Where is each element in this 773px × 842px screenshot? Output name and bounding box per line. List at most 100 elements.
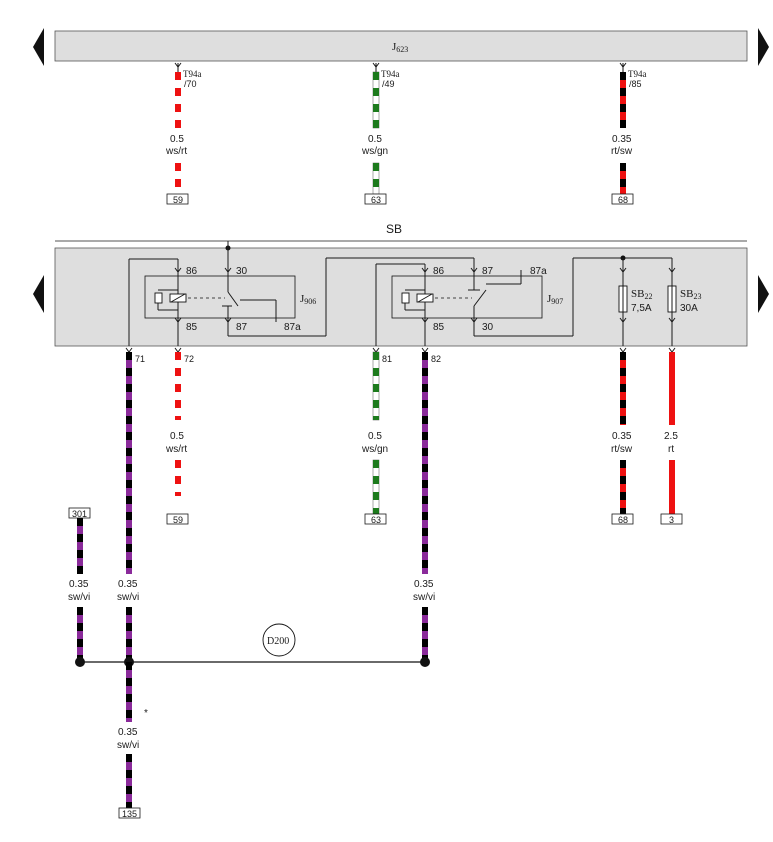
coil-diagonal [170,293,186,303]
connector-arrow [174,347,182,353]
wire-color-code: sw/vi [117,592,139,603]
wire-color-code: ws/rt [165,146,187,157]
wire-color-code: rt [668,444,674,455]
relay-housing [144,275,296,319]
terminal-box[interactable] [660,513,683,525]
relay-label-j907: J907 [547,293,563,306]
wire-sb23-out: 2.5 rt 3 [660,347,683,525]
connector-pin: /49 [382,79,395,89]
control-unit-j623: J623 [54,30,748,62]
fuse-top-arrow [619,267,627,273]
pin-label-30: 30 [482,322,494,333]
pin-number: 82 [431,354,441,364]
fuse-sb22: SB22 7,5A [618,258,652,346]
wire-size: 0.5 [170,134,184,145]
continue-left-arrow-sb[interactable] [33,275,44,313]
relay-j906: 86 30 85 87 87a J906 [128,257,474,346]
wire-t94a-49: T94a /49 0.5 ws/gn 63 [361,62,400,205]
wire-color-code: ws/rt [165,444,187,455]
pin-label-87a: 87a [530,266,547,277]
terminal-number: 68 [618,195,628,205]
fuse-bottom-arrow [668,317,676,323]
terminal-box[interactable] [611,513,634,525]
terminal-box[interactable] [166,193,189,205]
connector-arrow [668,347,676,353]
pin-30-arrow [470,317,478,323]
fuse-label: SB23 [680,288,701,301]
wire-sb22-out: 0.35 rt/sw 68 [611,347,634,525]
wire-color-code: ws/gn [361,444,388,455]
terminal-number: 3 [669,515,674,525]
wire-pin-81: 81 0.5 ws/gn 63 [361,347,392,525]
wire-t94a-70: T94a /70 0.5 ws/rt 59 [165,62,202,205]
continue-left-arrow-top[interactable] [33,28,44,66]
wire-size: 0.5 [368,134,382,145]
connector-pin: /85 [629,79,642,89]
terminal-number: 59 [173,515,183,525]
pin-label-87a: 87a [284,322,301,333]
pin-label-86: 86 [433,266,445,277]
coil-resistor [154,292,163,304]
wire-t94a-85: T94a /85 0.35 rt/sw 68 [611,62,647,205]
junction-dot [420,657,430,667]
wire-color-code: sw/vi [413,592,435,603]
pin-number: 81 [382,354,392,364]
wire-pin-72: 72 0.5 ws/rt 59 [165,347,194,525]
connector-name: T94a [183,69,202,79]
connector-name: T94a [381,69,400,79]
pin-number: 72 [184,354,194,364]
fuse-rating: 30A [680,303,698,314]
pin-label-87: 87 [482,266,494,277]
wire-color-code: sw/vi [117,740,139,751]
footnote-asterisk: * [144,708,148,719]
connector-arrow [372,347,380,353]
terminal-box[interactable] [364,513,387,525]
connector-arrow [619,347,627,353]
relay-j907: 86 87 87a 85 30 J907 [375,257,672,346]
fuse-label: SB22 [631,288,652,301]
relay-label-j906: J906 [300,293,316,306]
sb-label: SB [386,222,402,236]
splice-marker [262,623,296,657]
pin-label-85: 85 [433,322,445,333]
terminal-number: 135 [122,809,137,819]
terminal-number: 301 [72,509,87,519]
continue-right-arrow-sb[interactable] [758,275,769,313]
terminal-box[interactable] [166,513,189,525]
wire-color-code: rt/sw [611,444,633,455]
pin-label-87: 87 [236,322,248,333]
terminal-box[interactable] [118,807,141,819]
wire-base [372,71,380,129]
fuse-sb23: SB23 30A [667,258,701,346]
connector-arrow [125,347,133,353]
pin-number: 71 [135,354,145,364]
j623-bar [54,30,748,62]
wire-size: 0.35 [612,134,632,145]
fuse-rating: 7,5A [631,303,652,314]
connector-name: T94a [628,69,647,79]
fuse-top-arrow [668,267,676,273]
terminal-number: 68 [618,515,628,525]
wire-301: 301 0.35 sw/vi [68,507,91,662]
terminal-box[interactable] [364,193,387,205]
wire-color-code: rt/sw [611,146,633,157]
switch-blade [473,289,487,307]
wire-pin-82: 82 0.35 sw/vi [413,347,441,662]
pin-label-85: 85 [186,322,198,333]
wire-size: 0.35 [118,579,138,590]
coil-diagonal [417,293,433,303]
coil-resistor [401,292,410,304]
terminal-box[interactable] [611,193,634,205]
continue-right-arrow-top[interactable] [758,28,769,66]
pin-label-86: 86 [186,266,198,277]
terminal-number: 63 [371,515,381,525]
pin-label-30: 30 [236,266,248,277]
connector-pin: /70 [184,79,197,89]
relay-housing [391,275,543,319]
terminal-number: 59 [173,195,183,205]
junction-dot [75,657,85,667]
splice-label: D200 [267,636,289,647]
j623-label: J623 [392,41,408,54]
wire-size: 0.5 [368,431,382,442]
